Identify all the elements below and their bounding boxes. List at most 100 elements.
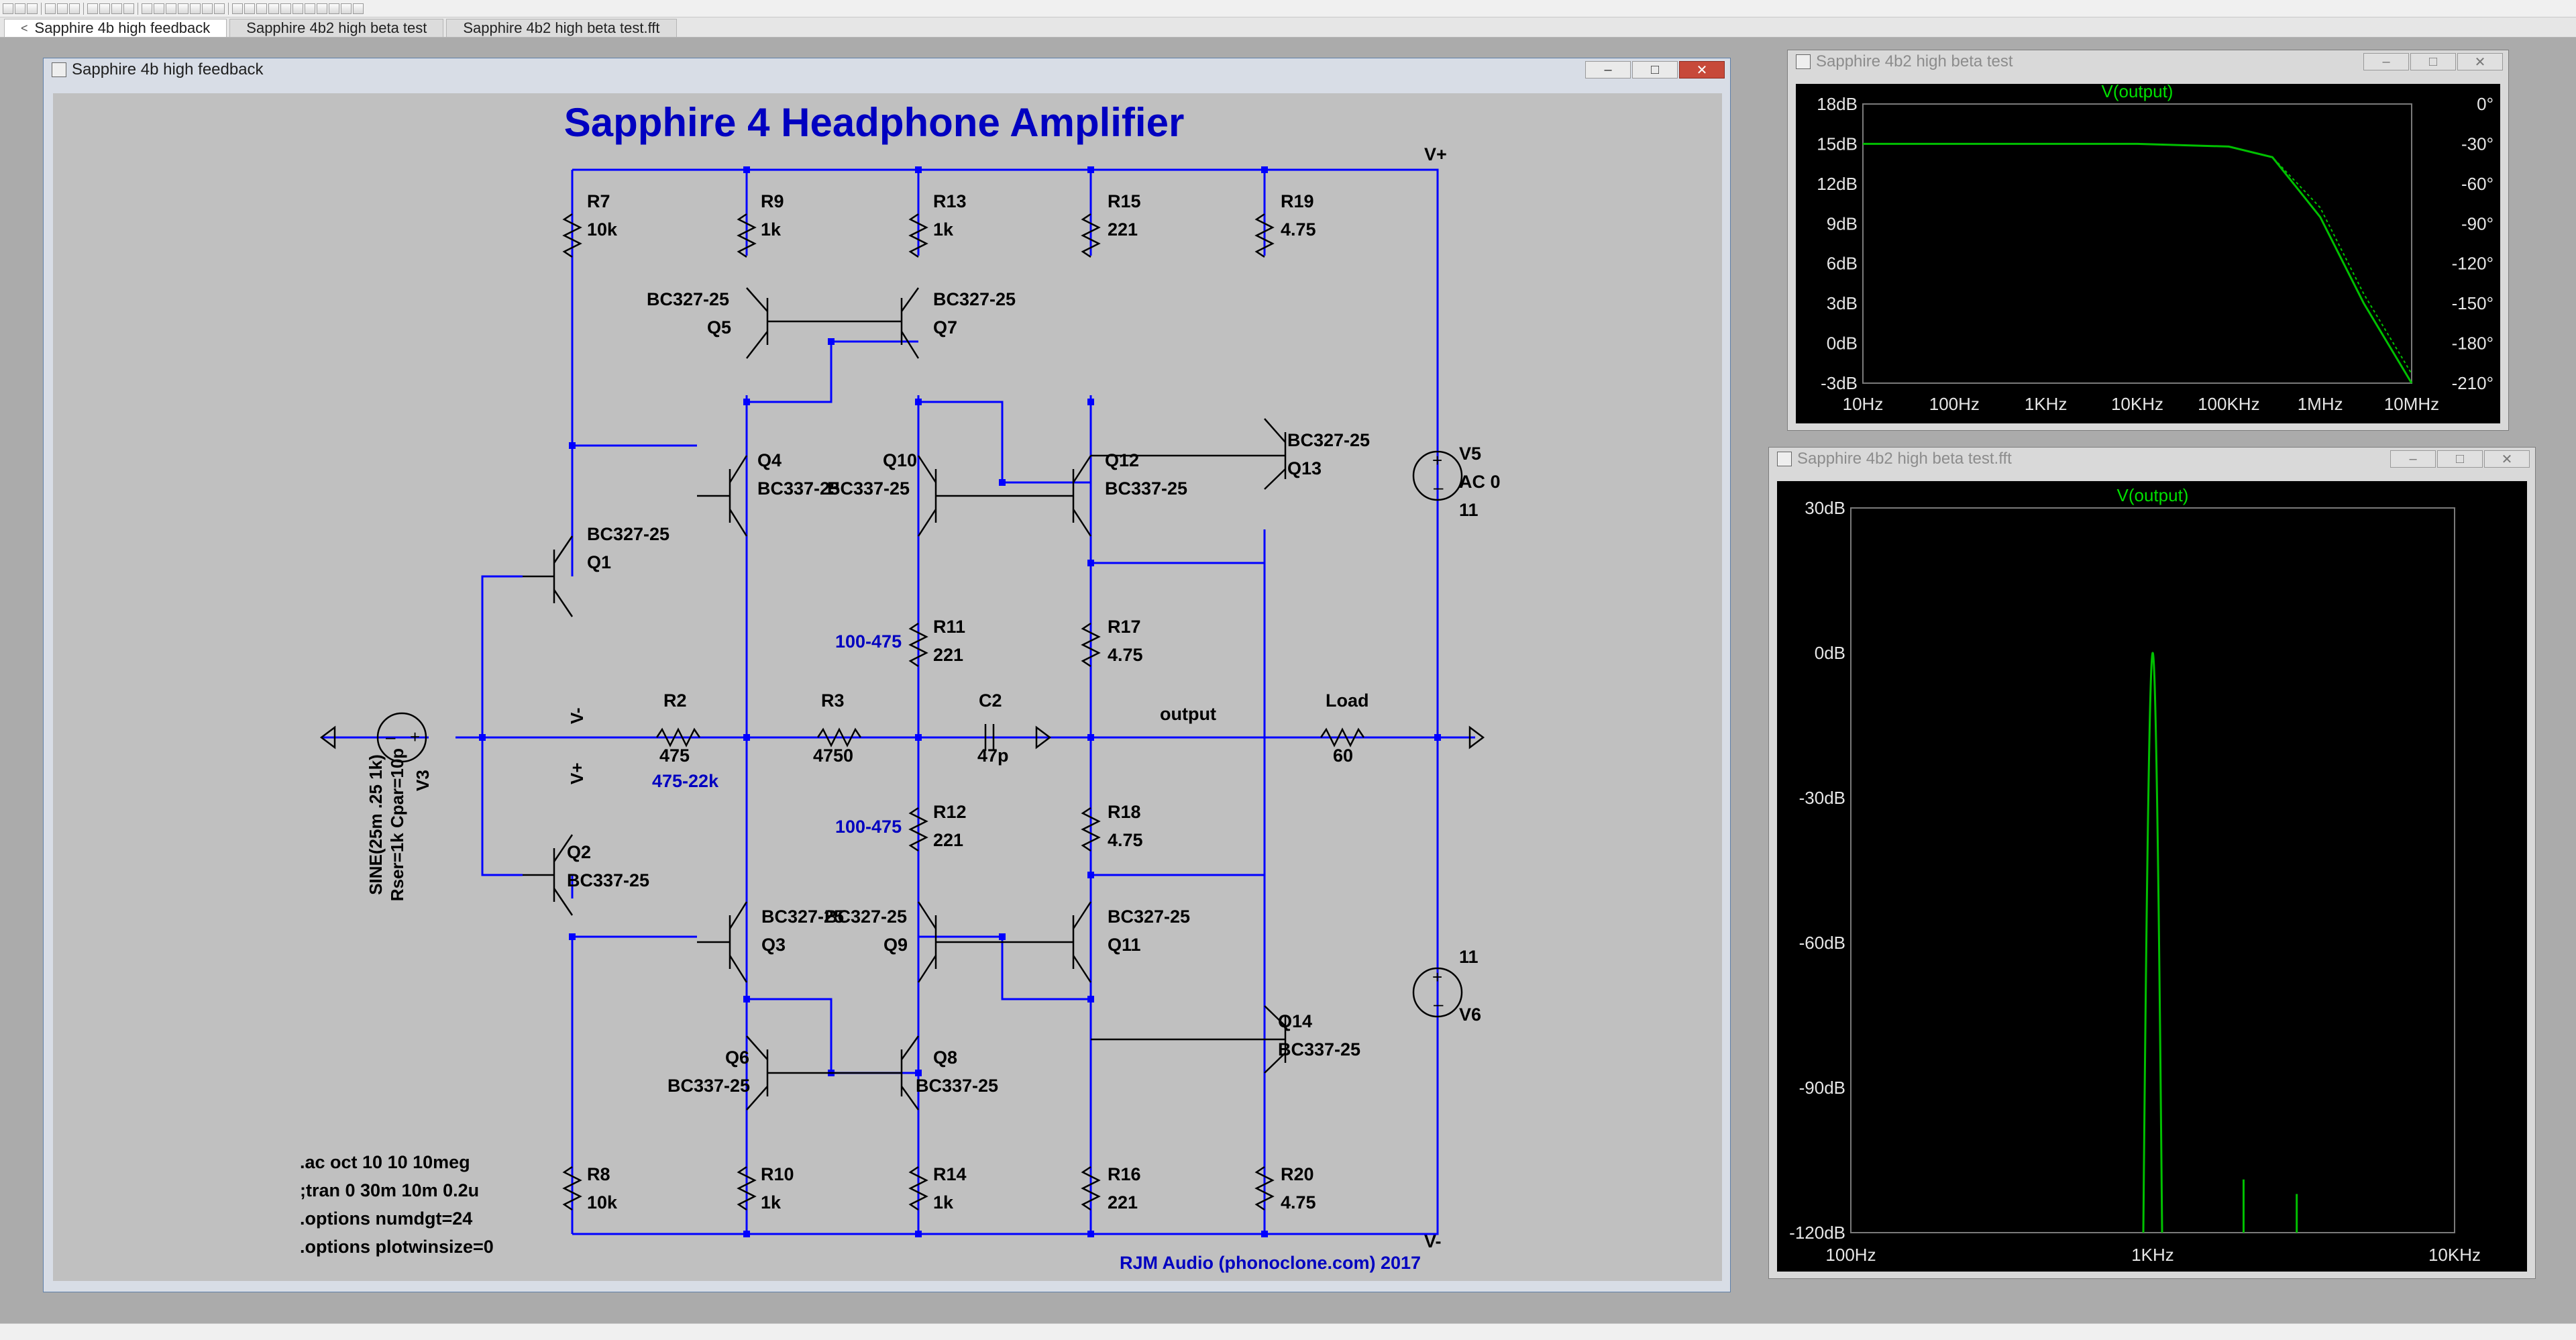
value-r19: 4.75: [1281, 219, 1316, 240]
junction-dots: [479, 166, 1441, 1237]
value-r7: 10k: [587, 219, 618, 240]
value-c2: 47p: [977, 745, 1009, 766]
model-q4: BC337-25: [757, 478, 840, 499]
text-tool-button[interactable]: [341, 3, 352, 14]
tab-ac-plot[interactable]: Sapphire 4b2 high beta test: [229, 19, 444, 37]
ac-close-button[interactable]: ✕: [2457, 53, 2503, 70]
model-q5: BC327-25: [647, 289, 729, 309]
fft-maximize-button[interactable]: □: [2437, 450, 2483, 468]
schematic-canvas[interactable]: + – + – – + Sapphire 4 Headphone Amplifi…: [53, 93, 1722, 1281]
resistor-tool-button[interactable]: [232, 3, 243, 14]
print-button[interactable]: [214, 3, 225, 14]
fft-close-button[interactable]: ✕: [2484, 450, 2530, 468]
zoom-out-button[interactable]: [111, 3, 122, 14]
move-tool-button[interactable]: [292, 3, 303, 14]
ac-x-tick-label: 10Hz: [1843, 394, 1884, 414]
diode-tool-button[interactable]: [268, 3, 279, 14]
net-output: output: [1160, 704, 1216, 724]
cut-button[interactable]: [166, 3, 176, 14]
ac-plot-window[interactable]: Sapphire 4b2 high beta test – □ ✕ V(outp…: [1787, 50, 2509, 431]
component-labels: R7 10k R9 1k R13 1k R15 221 R19 4.75 BC3…: [567, 144, 1501, 1251]
tile-button[interactable]: [142, 3, 152, 14]
label-q11: Q11: [1108, 935, 1141, 955]
save-button[interactable]: [27, 3, 38, 14]
net-vplus-top: V+: [1424, 144, 1447, 164]
model-q13: BC327-25: [1287, 430, 1370, 450]
value-r3: 4750: [813, 745, 853, 766]
copy-button[interactable]: [178, 3, 189, 14]
component-tool-button[interactable]: [280, 3, 291, 14]
undo-button[interactable]: [317, 3, 327, 14]
drag-tool-button[interactable]: [305, 3, 315, 14]
directive-ac[interactable]: .ac oct 10 10 10meg: [300, 1152, 470, 1172]
directive-tran[interactable]: ;tran 0 30m 10m 0.2u: [300, 1180, 479, 1200]
label-r17: R17: [1108, 617, 1141, 637]
ac-trace-label: V(output): [2102, 84, 2174, 101]
wire-button[interactable]: [69, 3, 80, 14]
label-q4: Q4: [757, 450, 782, 470]
label-q12: Q12: [1105, 450, 1139, 470]
label-q9: Q9: [883, 935, 908, 955]
close-button[interactable]: ✕: [1679, 61, 1725, 79]
capacitor-tool-button[interactable]: [244, 3, 255, 14]
ac-maximize-button[interactable]: □: [2410, 53, 2456, 70]
value-r13: 1k: [933, 219, 954, 240]
pan-button[interactable]: [99, 3, 110, 14]
label-r9: R9: [761, 191, 784, 211]
new-schematic-button[interactable]: [3, 3, 13, 14]
ac-minimize-button[interactable]: –: [2363, 53, 2409, 70]
fft-plot-window[interactable]: Sapphire 4b2 high beta test.fft – □ ✕ V(…: [1768, 447, 2536, 1279]
model-q3: BC327-25: [761, 907, 844, 927]
svg-text:+: +: [1432, 967, 1442, 987]
model-q7: BC327-25: [933, 289, 1016, 309]
label-r14: R14: [933, 1164, 967, 1184]
ac-plot-titlebar[interactable]: Sapphire 4b2 high beta test: [1788, 50, 2508, 73]
schematic-window[interactable]: Sapphire 4b high feedback – □ ✕: [43, 58, 1731, 1292]
net-vminus-bottom: V-: [1424, 1231, 1442, 1251]
ac-plot-frame: [1862, 103, 2412, 384]
directive-numdgt[interactable]: .options numdgt=24: [300, 1208, 472, 1229]
label-load: Load: [1326, 690, 1369, 711]
ac-phase-tick-label: -120°: [2452, 254, 2493, 274]
schematic-window-title: Sapphire 4b high feedback: [72, 60, 264, 79]
cascade-button[interactable]: [154, 3, 164, 14]
fft-minimize-button[interactable]: –: [2390, 450, 2436, 468]
paste-button[interactable]: [190, 3, 201, 14]
ac-x-tick-label: 10MHz: [2384, 394, 2439, 414]
ac-phase-tick-label: -90°: [2461, 213, 2493, 234]
fft-plot-titlebar[interactable]: Sapphire 4b2 high beta test.fft: [1769, 448, 2535, 470]
ac-y-tick-label: 18dB: [1817, 94, 1858, 114]
halt-button[interactable]: [57, 3, 68, 14]
zoom-fit-button[interactable]: [123, 3, 134, 14]
spice-directive-button[interactable]: [353, 3, 364, 14]
label-r10: R10: [761, 1164, 794, 1184]
schematic-drawing: + – + – – + Sapphire 4 Headphone Amplifi…: [300, 100, 1501, 1273]
ac-x-tick-label: 100Hz: [1929, 394, 1980, 414]
tab-schematic[interactable]: <Sapphire 4b high feedback: [4, 19, 227, 37]
svg-text:–: –: [1434, 477, 1444, 497]
svg-text:–: –: [386, 727, 396, 747]
open-button[interactable]: [15, 3, 25, 14]
svg-text:–: –: [1434, 994, 1444, 1014]
find-button[interactable]: [202, 3, 213, 14]
schematic-titlebar[interactable]: Sapphire 4b high feedback: [44, 58, 1730, 81]
label-r19: R19: [1281, 191, 1314, 211]
label-q8: Q8: [933, 1047, 957, 1068]
net-vplus-q2: V+: [567, 762, 587, 784]
ac-y-tick-label: 12dB: [1817, 174, 1858, 194]
maximize-button[interactable]: □: [1632, 61, 1678, 79]
value-v6-dc: 11: [1459, 947, 1479, 967]
tab-close-icon[interactable]: <: [21, 21, 28, 35]
inductor-tool-button[interactable]: [256, 3, 267, 14]
minimize-button[interactable]: –: [1585, 61, 1631, 79]
tab-fft-plot[interactable]: Sapphire 4b2 high beta test.fft: [446, 19, 677, 37]
redo-button[interactable]: [329, 3, 339, 14]
fft-plot-window-title: Sapphire 4b2 high beta test.fft: [1797, 450, 2012, 468]
net-vminus-q1: V-: [567, 707, 587, 724]
run-button[interactable]: [45, 3, 56, 14]
zoom-in-button[interactable]: [87, 3, 98, 14]
directive-plotwinsize[interactable]: .options plotwinsize=0: [300, 1237, 494, 1257]
